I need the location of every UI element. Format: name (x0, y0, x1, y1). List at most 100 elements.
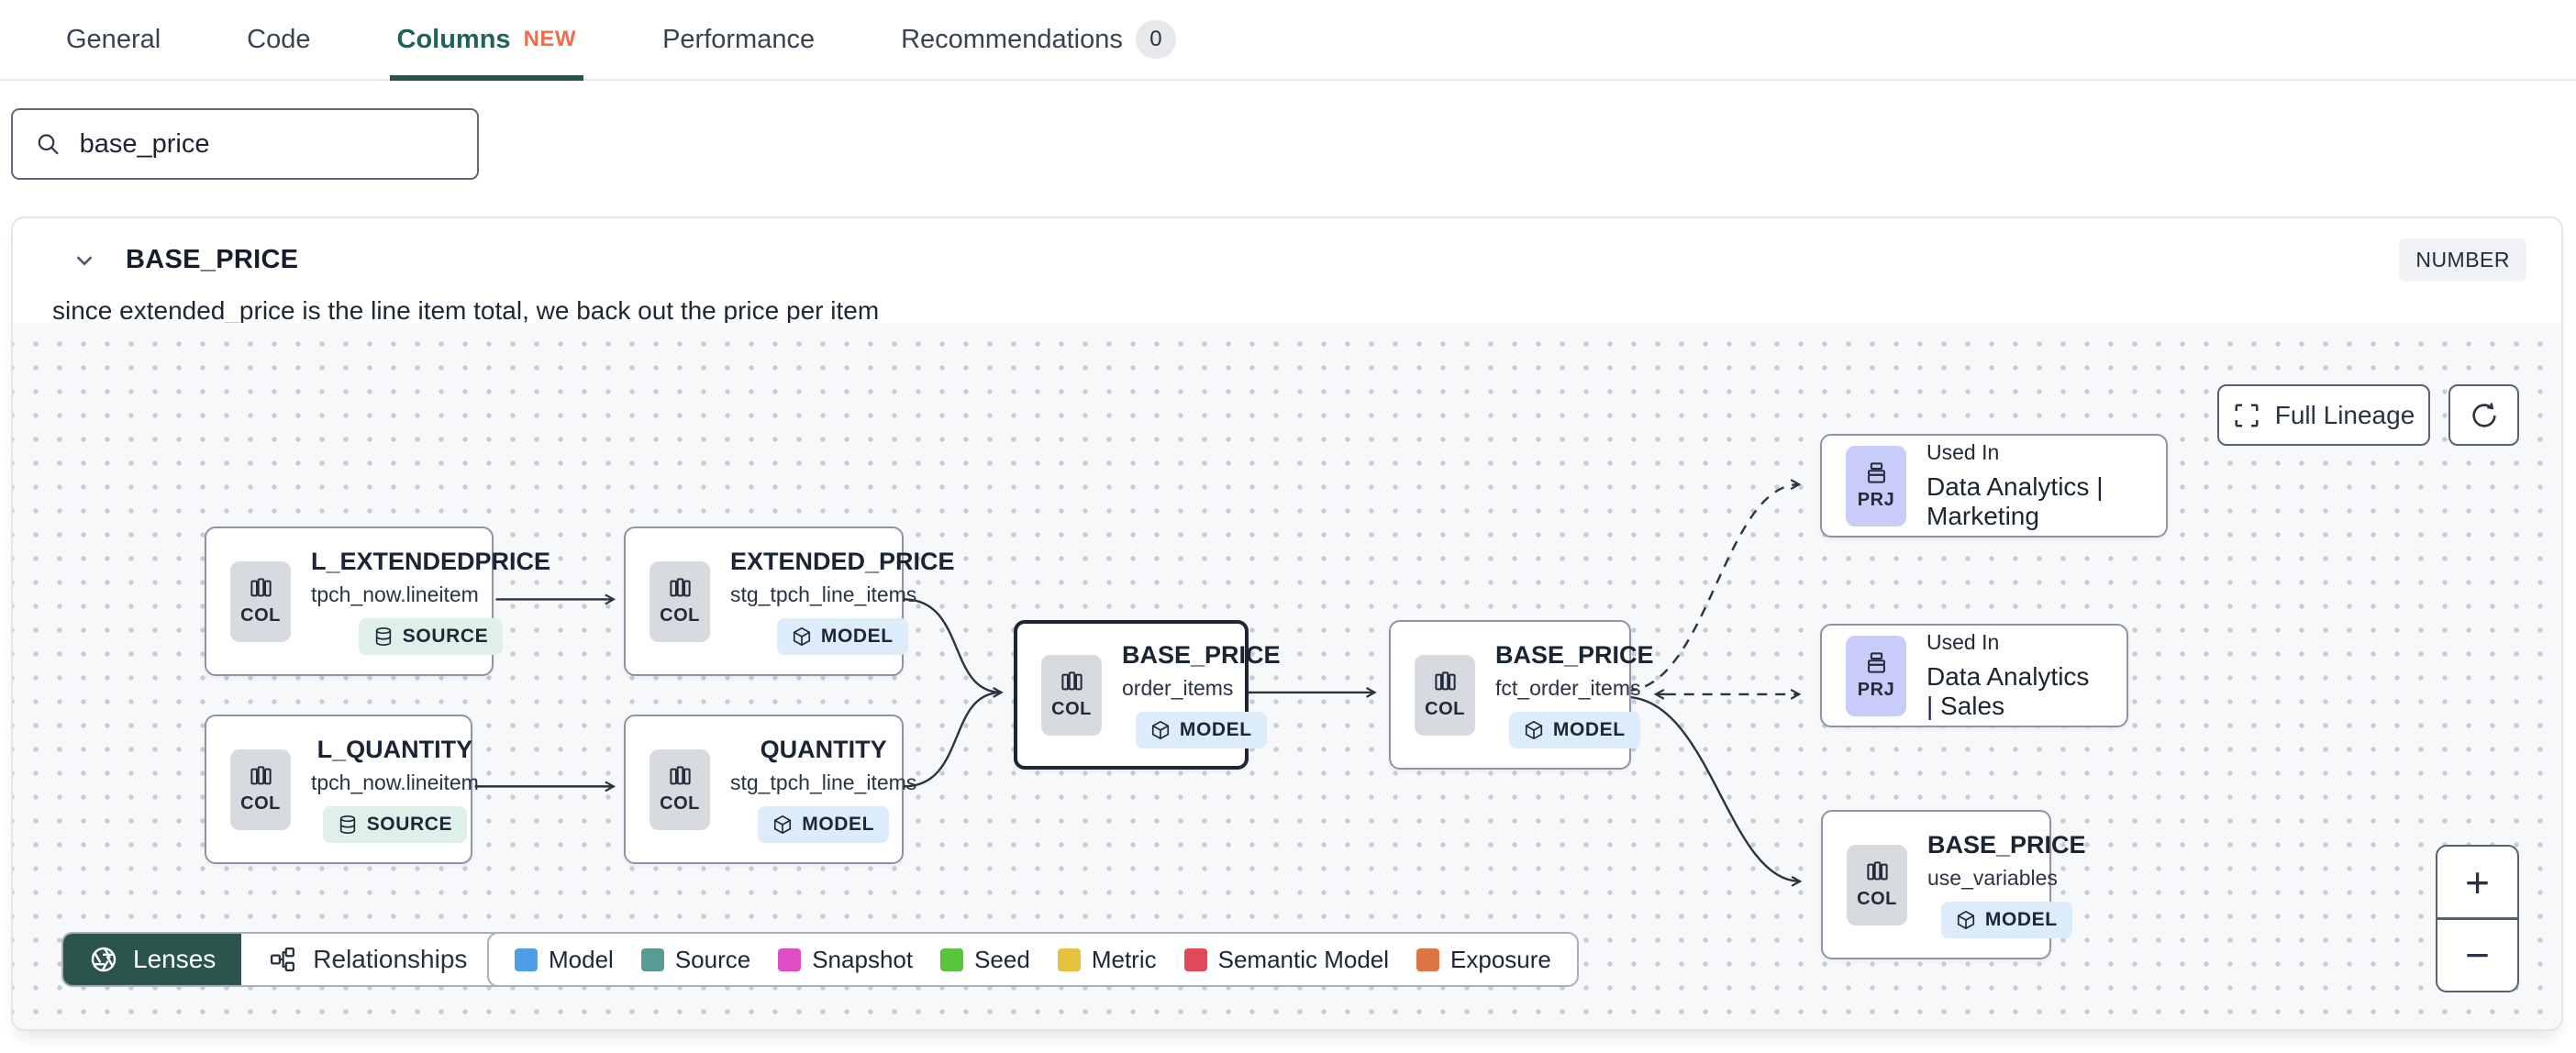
tab-label: General (66, 24, 161, 54)
lineage-node-base-price-use-variables[interactable]: COL BASE_PRICE use_variables MODEL (1821, 810, 2086, 959)
lineage-node-used-in-marketing[interactable]: PRJ Used In Data Analytics | Marketing (1820, 434, 2168, 538)
project-icon (1867, 462, 1885, 483)
lineage-canvas[interactable]: COL L_EXTENDEDPRICE tpch_now.lineitem SO… (13, 323, 2561, 1029)
project-kind-badge: PRJ (1846, 635, 1906, 716)
recommendations-count-badge: 0 (1135, 20, 1176, 59)
lineage-node-quantity[interactable]: COL QUANTITY stg_tpch_line_items MODEL (624, 715, 916, 864)
column-kind-badge: COL (650, 748, 710, 830)
legend-item-source: Source (640, 946, 750, 974)
node-title: QUANTITY (760, 736, 887, 763)
search-input[interactable] (79, 128, 455, 160)
used-in-name: Data Analytics | Sales (1926, 662, 2090, 720)
legend-swatch (1183, 948, 1207, 971)
columns-icon (669, 578, 691, 597)
column-description: since extended_price is the line item to… (52, 296, 880, 325)
zoom-in-button[interactable]: + (2465, 858, 2490, 906)
columns-icon (1060, 671, 1083, 691)
columns-icon (250, 766, 272, 785)
resource-badge-model: MODEL (1508, 712, 1640, 748)
node-subtitle: stg_tpch_line_items (730, 582, 917, 606)
used-in-name: Data Analytics | Marketing (1926, 472, 2104, 530)
used-in-label: Used In (1926, 440, 2000, 464)
zoom-out-button[interactable]: − (2465, 931, 2490, 980)
used-in-label: Used In (1926, 630, 2000, 654)
legend-item-semantic-model: Semantic Model (1183, 946, 1389, 974)
legend-item-model: Model (515, 946, 614, 974)
lineage-node-base-price-order-items[interactable]: COL BASE_PRICE order_items MODEL (1014, 620, 1281, 770)
tab-label: Recommendations (901, 24, 1123, 54)
lenses-button[interactable]: Lenses (63, 934, 242, 985)
column-search-box[interactable] (11, 108, 479, 180)
legend-item-seed: Seed (940, 946, 1030, 974)
column-type-badge: NUMBER (2399, 238, 2526, 282)
resource-badge-model: MODEL (776, 618, 908, 655)
resource-badge-model: MODEL (1940, 902, 2072, 938)
legend-swatch (778, 948, 802, 971)
refresh-icon (2471, 402, 2496, 427)
node-subtitle: tpch_now.lineitem (311, 770, 479, 794)
resource-badge-source: SOURCE (322, 806, 468, 843)
chevron-down-icon[interactable] (71, 247, 98, 274)
resource-badge-model: MODEL (1135, 712, 1267, 748)
lineage-node-used-in-sales[interactable]: PRJ Used In Data Analytics | Sales (1820, 624, 2128, 727)
column-card-header: BASE_PRICE NUMBER since extended_price i… (13, 218, 2561, 325)
database-icon (339, 815, 355, 834)
legend-swatch (515, 948, 538, 971)
tab-label: Performance (662, 24, 816, 54)
node-subtitle: use_variables (1927, 866, 2058, 890)
legend-item-exposure: Exposure (1416, 946, 1551, 974)
node-title: BASE_PRICE (1122, 641, 1281, 669)
cube-icon (793, 626, 810, 647)
column-kind-badge: COL (650, 560, 710, 642)
zoom-control: + − (2436, 845, 2519, 992)
column-kind-badge: COL (1041, 654, 1102, 736)
search-icon (38, 134, 59, 155)
refresh-button[interactable] (2448, 384, 2519, 446)
column-kind-badge: COL (1415, 654, 1475, 736)
tab-code[interactable]: Code (247, 0, 310, 79)
full-lineage-button[interactable]: Full Lineage (2217, 384, 2430, 446)
tab-label: Code (247, 24, 311, 54)
relationships-dropdown[interactable]: Relationships (241, 934, 533, 985)
project-icon (1867, 652, 1885, 673)
cube-icon (1525, 720, 1542, 740)
database-icon (375, 627, 391, 646)
expand-icon (2235, 404, 2259, 427)
search-row (0, 81, 2576, 180)
column-name: BASE_PRICE (126, 245, 299, 274)
node-subtitle: tpch_now.lineitem (311, 582, 479, 606)
tab-performance[interactable]: Performance (662, 0, 815, 79)
cube-icon (1151, 720, 1169, 740)
project-kind-badge: PRJ (1846, 445, 1906, 526)
node-subtitle: order_items (1122, 676, 1234, 700)
columns-icon (1434, 671, 1456, 691)
node-subtitle: stg_tpch_line_items (730, 770, 917, 794)
tab-recommendations[interactable]: Recommendations 0 (901, 0, 1176, 79)
legend-swatch (640, 948, 664, 971)
lineage-edges (474, 479, 1803, 887)
legend-item-metric: Metric (1057, 946, 1157, 974)
resource-badge-model: MODEL (758, 806, 890, 843)
aperture-icon (91, 947, 117, 972)
columns-icon (1866, 861, 1888, 881)
legend-swatch (1057, 948, 1081, 971)
lineage-node-extended-price[interactable]: COL EXTENDED_PRICE stg_tpch_line_items M… (624, 526, 955, 676)
resource-badge-source: SOURCE (358, 618, 504, 655)
tab-label: Columns (396, 24, 511, 54)
node-title: L_QUANTITY (316, 736, 473, 763)
column-kind-badge: COL (1847, 844, 1907, 926)
columns-icon (669, 766, 691, 785)
node-subtitle: fct_order_items (1495, 676, 1641, 700)
columns-icon (250, 578, 272, 597)
lineage-node-base-price-fct-order-items[interactable]: COL BASE_PRICE fct_order_items MODEL (1389, 620, 1654, 770)
legend-swatch (940, 948, 964, 971)
tab-general[interactable]: General (66, 0, 161, 79)
column-kind-badge: COL (230, 560, 291, 642)
tab-columns[interactable]: Columns NEW (389, 0, 583, 81)
node-title: L_EXTENDEDPRICE (311, 548, 551, 575)
lineage-node-l-extendedprice[interactable]: COL L_EXTENDEDPRICE tpch_now.lineitem SO… (205, 526, 550, 676)
legend-item-snapshot: Snapshot (778, 946, 913, 974)
cube-icon (774, 815, 792, 835)
lineage-node-l-quantity[interactable]: COL L_QUANTITY tpch_now.lineitem SOURCE (205, 715, 479, 864)
cube-icon (1957, 910, 1974, 930)
